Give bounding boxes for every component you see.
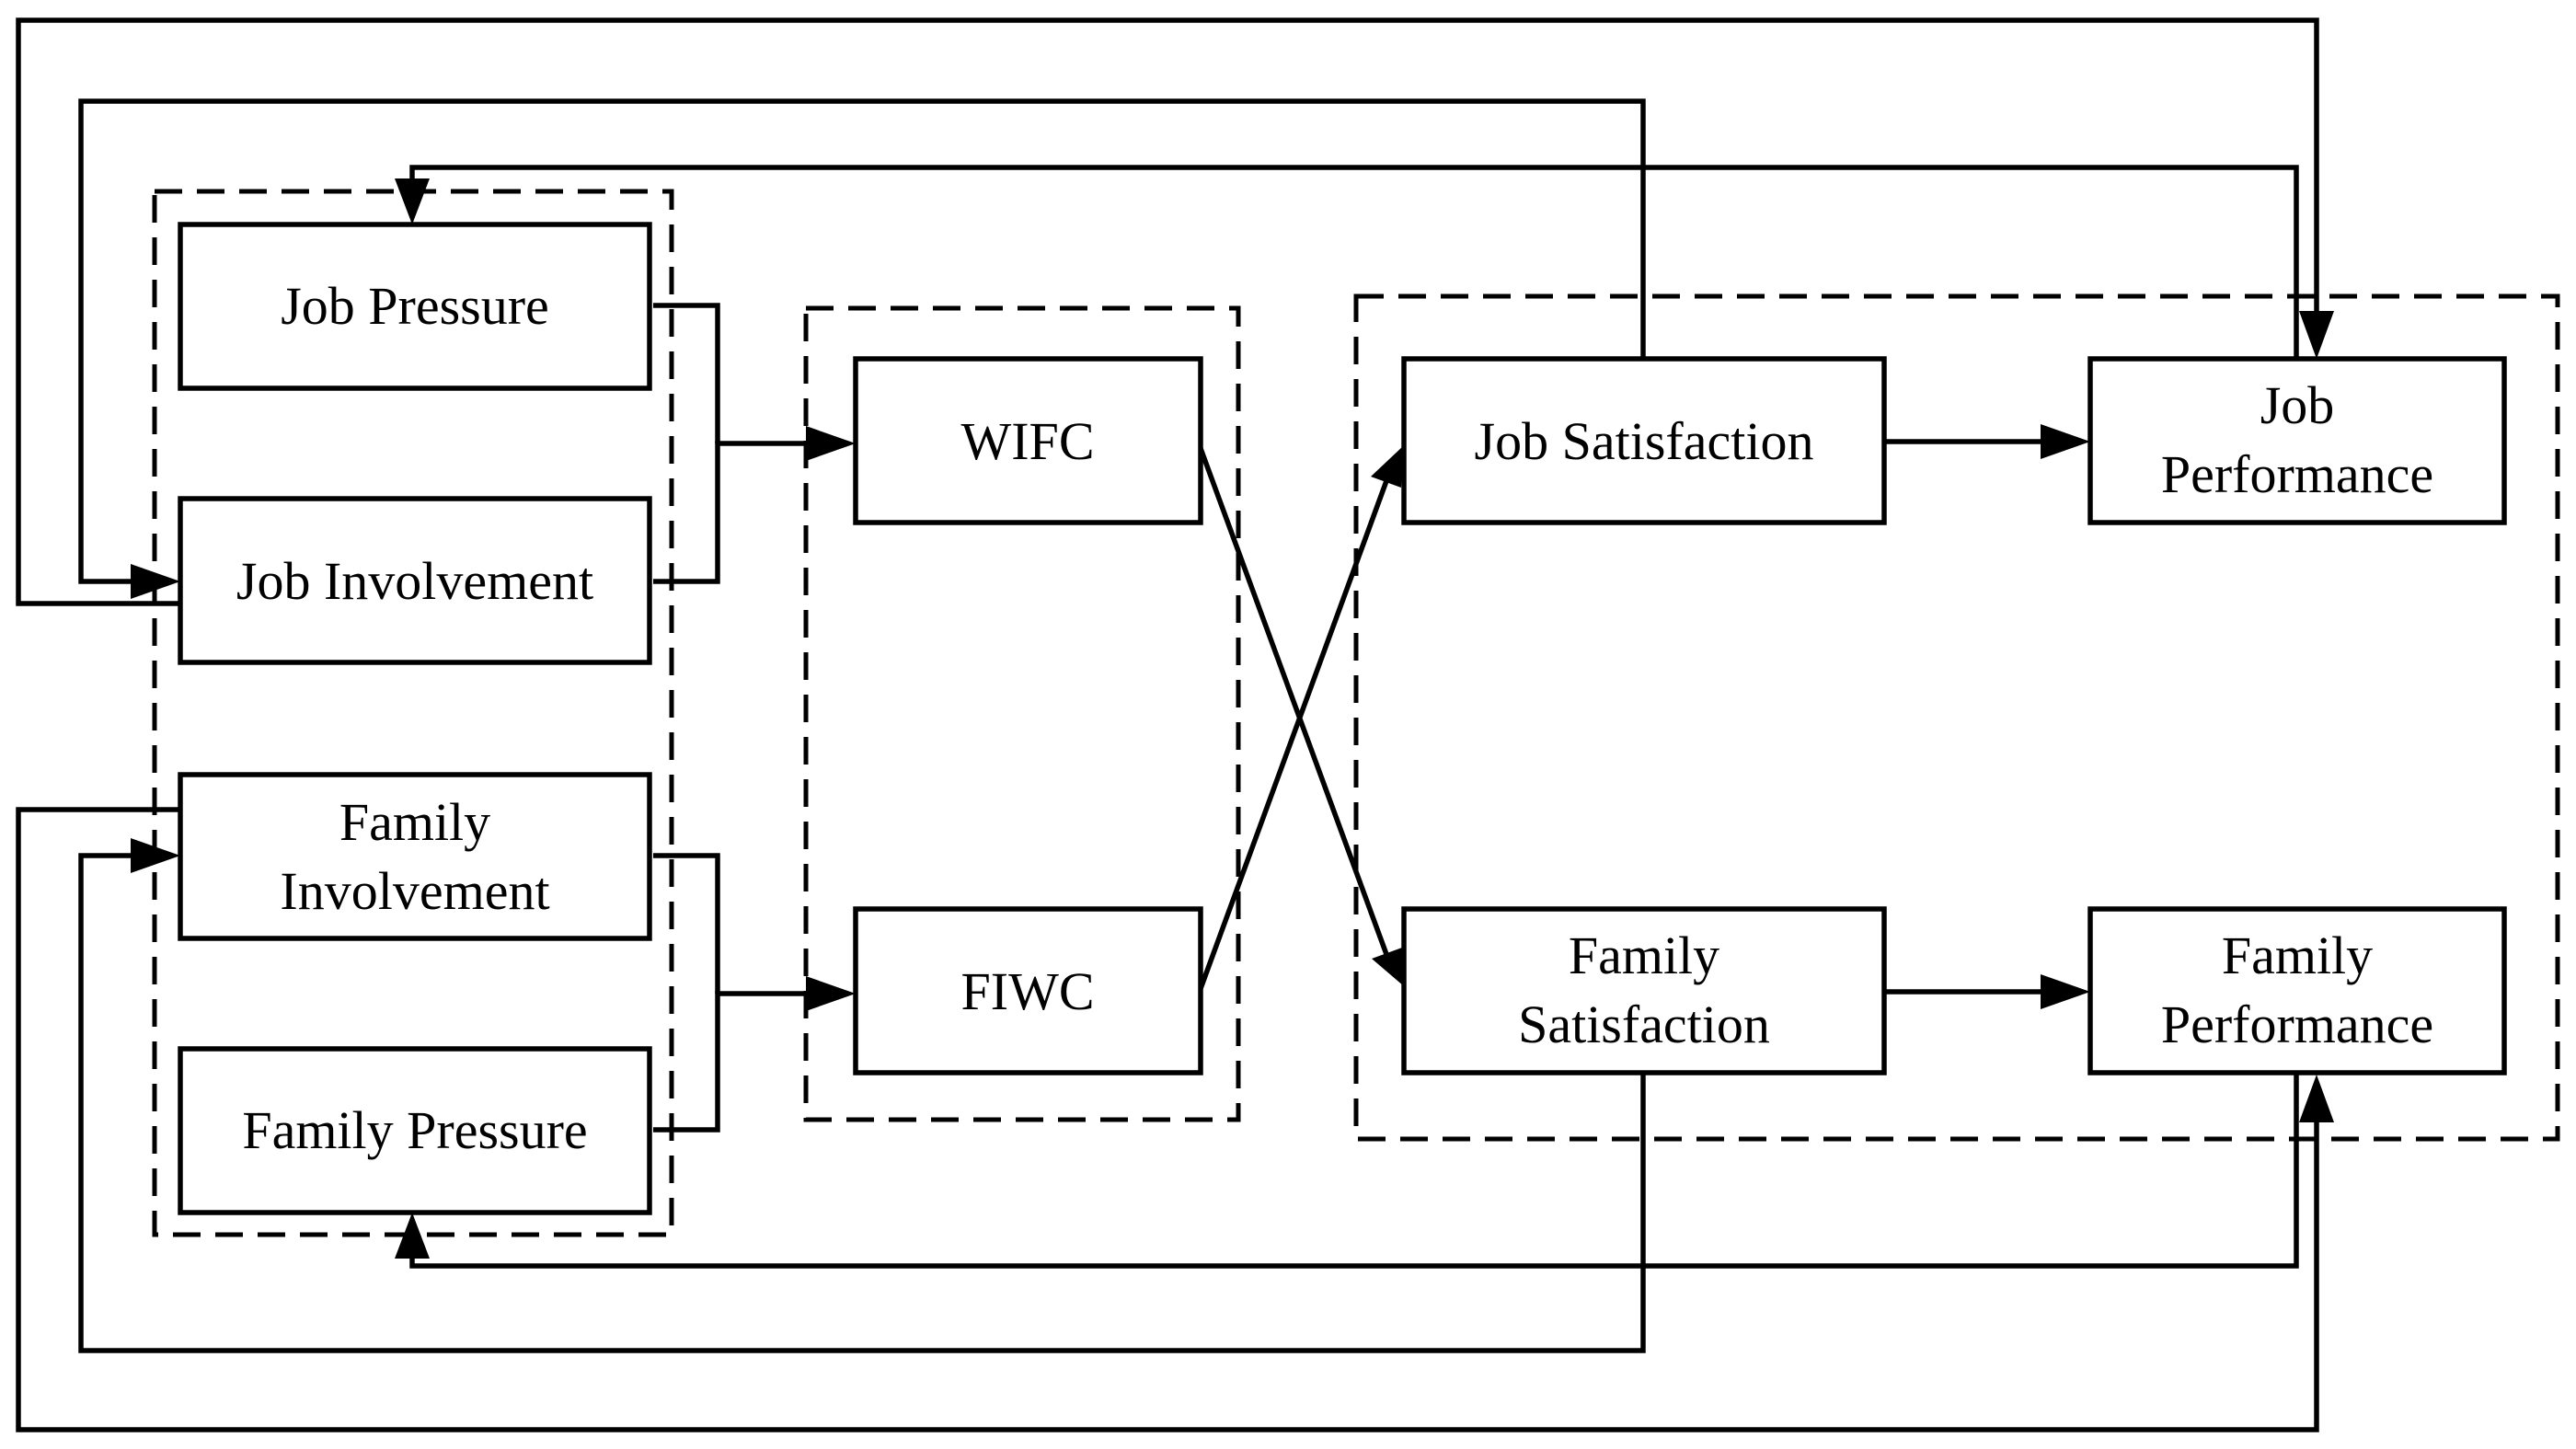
job-involvement-label: Job Involvement: [236, 551, 593, 611]
job-satisfaction-box: [1401, 356, 1887, 525]
job-pressure-label: Job Pressure: [281, 276, 549, 336]
edge-wifc-to-family-satisfaction: [1196, 443, 1390, 958]
arrowhead-job-pressure: [395, 178, 430, 224]
family-satisfaction-label-line-2: Satisfaction: [1518, 995, 1770, 1054]
arrowhead-family-performance-bottom: [2299, 1075, 2334, 1122]
family-involvement-label-line-1: Family: [339, 792, 490, 852]
family-satisfaction-label-line-1: Family: [1569, 926, 1719, 985]
arrowhead-wifc: [806, 426, 856, 461]
edge-family-satisfaction-to-family-involvement: [78, 853, 1646, 1353]
arrowhead-job-performance: [2041, 424, 2090, 459]
wifc-box: [853, 356, 1203, 525]
edge-job-satisfaction-to-job-involvement: [78, 98, 1646, 584]
wifc-label: WIFC: [961, 411, 1095, 471]
job-performance-box: [2087, 356, 2507, 525]
arrowhead-job-performance-top: [2299, 311, 2334, 359]
family-pressure-label: Family Pressure: [242, 1100, 587, 1160]
family-satisfaction-box: [1401, 906, 1887, 1075]
family-pressure-box: [178, 1046, 652, 1215]
job-performance-label-line-1: Job: [2260, 375, 2335, 435]
arrowhead-fiwc: [806, 976, 856, 1011]
arrowhead-family-involvement: [131, 838, 180, 873]
edge-family-involvement-to-family-performance: [16, 807, 2319, 1432]
family-performance-label-line-2: Performance: [2161, 995, 2433, 1054]
family-involvement-box: [178, 772, 652, 941]
arrowhead-family-performance: [2041, 974, 2090, 1009]
edge-job-involvement-to-wifc: [653, 441, 810, 584]
job-satisfaction-label: Job Satisfaction: [1475, 411, 1814, 471]
family-involvement-label-line-2: Involvement: [280, 861, 549, 921]
edge-family-involvement-to-fiwc: [653, 853, 720, 994]
job-pressure-box: [178, 222, 652, 391]
family-performance-box: [2087, 906, 2507, 1075]
edge-job-performance-to-job-pressure: [409, 165, 2299, 359]
connectors: [16, 17, 2319, 1432]
outcomes-group: [1353, 293, 2560, 1142]
arrowhead-family-satisfaction: [1372, 948, 1404, 986]
job-involvement-box: [178, 496, 652, 665]
fiwc-box: [853, 906, 1203, 1075]
arrowhead-job-involvement: [131, 564, 180, 599]
job-performance-label-line-2: Performance: [2161, 444, 2433, 504]
edge-fiwc-to-job-satisfaction: [1196, 477, 1390, 995]
edge-job-involvement-to-job-performance: [16, 17, 2319, 606]
conflicts-group: [803, 305, 1241, 1122]
edge-job-pressure-to-wifc: [653, 303, 720, 443]
arrowheads: [131, 178, 2334, 1259]
arrowhead-family-pressure: [395, 1213, 430, 1259]
fiwc-label: FIWC: [961, 961, 1095, 1021]
edge-family-pressure-to-fiwc: [653, 991, 810, 1133]
arrowhead-job-satisfaction: [1371, 445, 1404, 488]
family-performance-label-line-1: Family: [2222, 926, 2373, 985]
